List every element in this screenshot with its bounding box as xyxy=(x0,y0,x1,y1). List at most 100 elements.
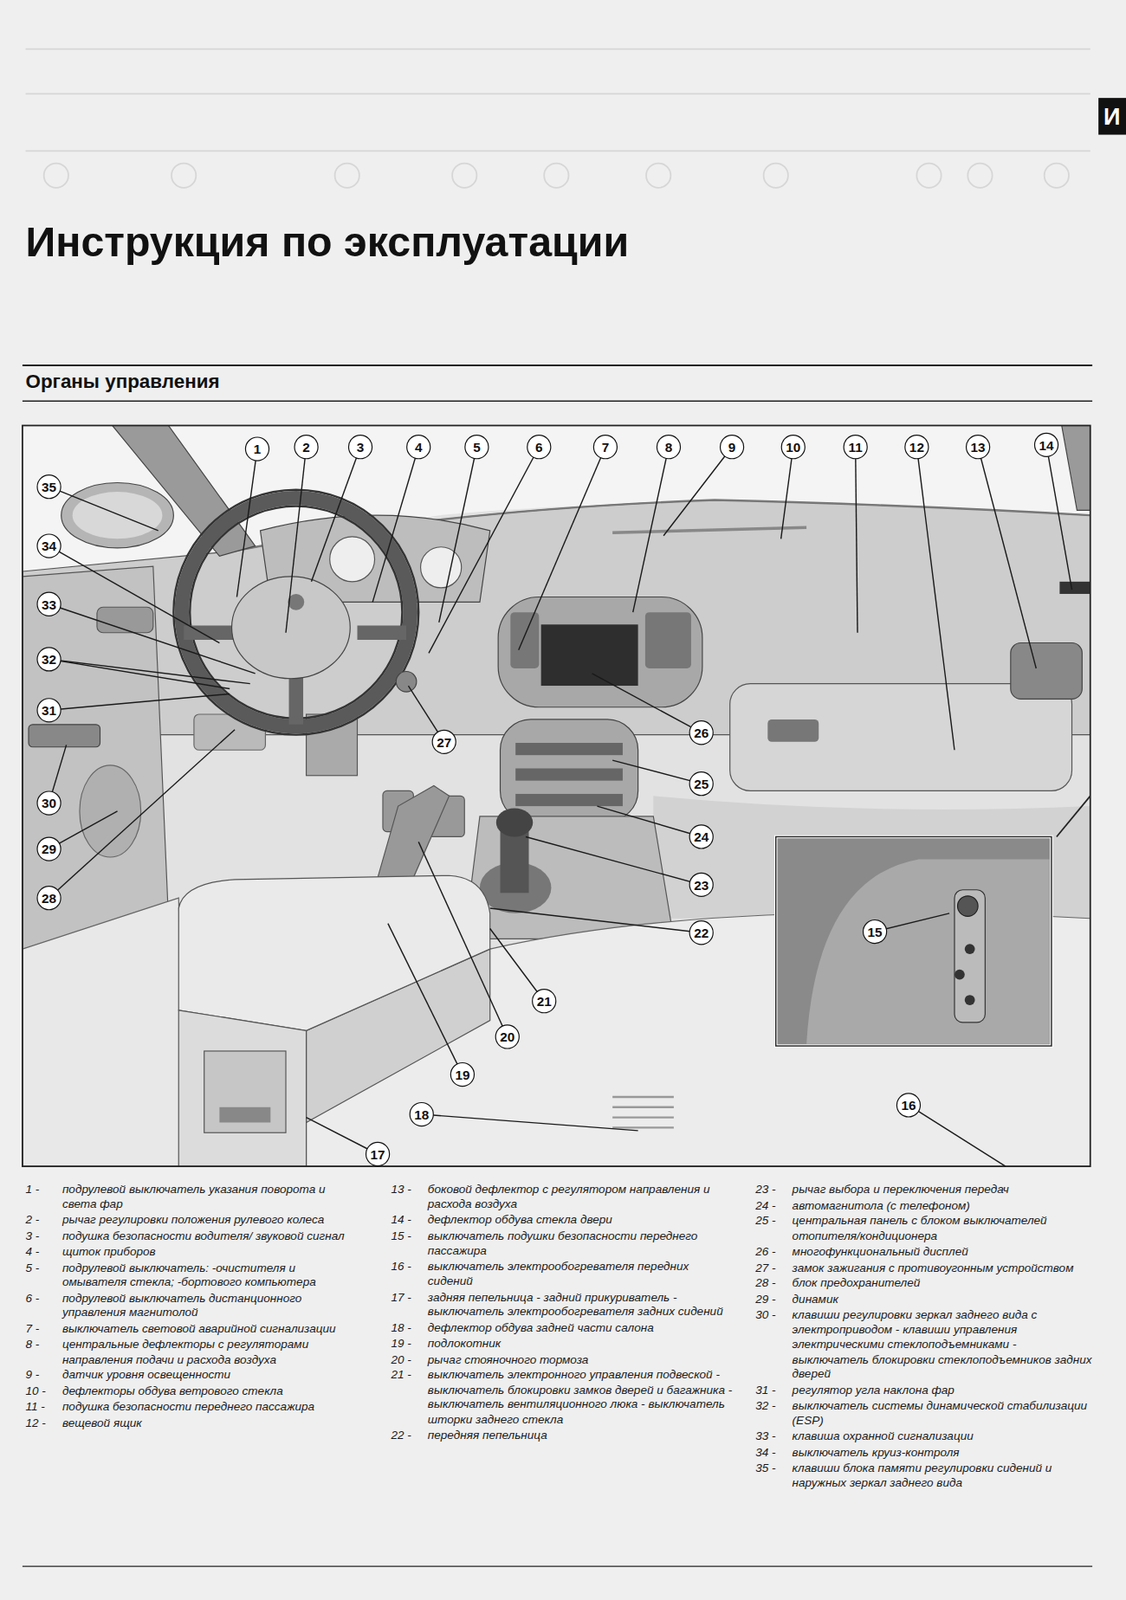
item-description: выключатель системы динамической стабили… xyxy=(792,1398,1094,1429)
leader-lines-part xyxy=(781,446,794,539)
dashboard-illustration-part xyxy=(232,576,351,680)
dashboard-illustration-part xyxy=(612,527,807,533)
callout-circle: 24 xyxy=(689,824,714,849)
legend-entry: 23 -рычаг выбора и переключения передач xyxy=(755,1182,1093,1198)
callout-number: 3 xyxy=(356,439,365,455)
item-description: регулятор угла наклона фар xyxy=(792,1382,1094,1398)
section-heading: Органы управления xyxy=(25,370,220,394)
item-number: 22 - xyxy=(390,1428,428,1444)
dashboard-illustration-part xyxy=(767,719,819,743)
callout-number: 21 xyxy=(537,993,552,1010)
illustration-frame xyxy=(22,425,1091,1167)
dashboard-illustration-part xyxy=(79,765,142,858)
item-description: выключатель световой аварийной сигнализа… xyxy=(62,1321,363,1337)
item-description: вещевой ящик xyxy=(62,1415,363,1431)
callout-circle: 20 xyxy=(495,1024,520,1049)
dashboard-illustration-part xyxy=(178,1010,306,1167)
callout-number: 5 xyxy=(472,439,481,455)
bleed-through-part xyxy=(763,163,789,188)
callout-number: 17 xyxy=(370,1146,386,1163)
legend-entry: 32 -выключатель системы динамической ста… xyxy=(755,1398,1093,1429)
item-number: 28 - xyxy=(755,1275,792,1291)
legend-entry: 12 -вещевой ящик xyxy=(25,1415,363,1431)
bleed-through-part xyxy=(646,163,671,188)
legend-entry: 21 -выключатель электронного управления … xyxy=(390,1367,733,1427)
dashboard-illustration-part xyxy=(954,890,985,1023)
callout-number: 30 xyxy=(41,795,57,812)
item-number: 19 - xyxy=(390,1336,428,1352)
dashboard-illustration-part xyxy=(1010,643,1083,700)
item-description: клавиши блока памяти регулировки сидений… xyxy=(792,1461,1094,1491)
dashboard-illustration-part xyxy=(510,612,539,669)
dashboard-illustration-part xyxy=(496,808,533,837)
legend-entry: 35 -клавиши блока памяти регулировки сид… xyxy=(755,1461,1093,1491)
legend-entry: 5 -подрулевой выключатель: -очистителя и… xyxy=(25,1260,363,1290)
dashboard-illustration-part xyxy=(957,896,979,918)
item-number: 17 - xyxy=(390,1289,428,1320)
item-description: выключатель подушки безопасности передне… xyxy=(427,1228,733,1258)
callout-circle: 19 xyxy=(450,1062,475,1088)
item-description: боковой дефлектор с регулятором направле… xyxy=(427,1182,733,1212)
callout-circle: 26 xyxy=(689,720,714,745)
item-number: 35 - xyxy=(755,1461,792,1491)
callout-number: 32 xyxy=(41,652,57,668)
legend-entry: 18 -дефлектор обдува задней части салона xyxy=(390,1320,733,1336)
legend-entry: 9 -датчик уровня освещенности xyxy=(25,1367,363,1383)
callout-circle: 7 xyxy=(593,434,618,460)
callout-number: 6 xyxy=(535,439,544,455)
legend-entry: 34 -выключатель круиз-контроля xyxy=(755,1444,1093,1460)
item-number: 23 - xyxy=(755,1182,792,1198)
item-number: 9 - xyxy=(25,1367,62,1383)
callout-number: 11 xyxy=(848,439,863,455)
callout-circle: 21 xyxy=(531,989,557,1014)
legend-entry: 20 -рычаг стояночного тормоза xyxy=(390,1352,733,1367)
item-number: 15 - xyxy=(390,1228,428,1258)
leader-lines-part xyxy=(49,546,221,644)
callout-number: 10 xyxy=(785,439,801,455)
callout-circle: 4 xyxy=(406,434,431,460)
item-description: автомагнитола (с телефоном) xyxy=(792,1197,1094,1213)
dashboard-illustration-part xyxy=(964,944,976,955)
callout-number: 4 xyxy=(414,439,423,455)
item-number: 14 - xyxy=(390,1212,428,1228)
dashboard-illustration-part xyxy=(1056,795,1091,837)
rule-lines-part xyxy=(22,364,1093,367)
callout-circle: 9 xyxy=(719,434,745,460)
leader-lines-part xyxy=(49,730,236,899)
dashboard-illustration xyxy=(22,425,1091,1167)
item-number: 4 - xyxy=(25,1244,62,1260)
callout-number: 13 xyxy=(970,439,986,455)
dashboard-illustration-part xyxy=(498,596,703,707)
bleed-through-part xyxy=(25,150,1090,153)
legend-entry: 10 -дефлекторы обдува ветрового стекла xyxy=(25,1384,363,1399)
rule-lines-part xyxy=(22,400,1093,402)
legend-entry: 6 -подрулевой выключатель дистанционного… xyxy=(25,1290,363,1321)
legend-entry: 33 -клавиша охранной сигнализации xyxy=(755,1429,1093,1444)
legend-entry: 28 -блок предохранителей xyxy=(755,1275,1093,1291)
callout-number: 7 xyxy=(601,439,610,455)
legend-entry: 24 -автомагнитола (с телефоном) xyxy=(755,1197,1093,1213)
item-number: 34 - xyxy=(755,1444,792,1460)
callout-circle: 14 xyxy=(1034,433,1059,458)
dashboard-illustration-part xyxy=(22,425,1091,1167)
dashboard-illustration-part xyxy=(612,1097,674,1128)
rule-lines xyxy=(22,365,1093,1567)
item-number: 24 - xyxy=(755,1197,792,1213)
callout-circle: 22 xyxy=(689,920,714,945)
dashboard-illustration-part xyxy=(22,898,184,1167)
bleed-through-part xyxy=(1044,163,1069,188)
item-description: многофункциональный дисплей xyxy=(792,1244,1094,1260)
legend-column: 23 -рычаг выбора и переключения передач2… xyxy=(755,1182,1093,1492)
dashboard-illustration-part xyxy=(515,794,623,807)
leader-lines-part xyxy=(236,449,258,598)
item-number: 27 - xyxy=(755,1260,792,1275)
callout-circle: 34 xyxy=(36,533,61,558)
leader-lines-part xyxy=(388,924,463,1075)
callout-number: 24 xyxy=(693,829,709,846)
callout-circle: 16 xyxy=(896,1093,921,1118)
legend-entry: 11 -подушка безопасности переднего пасса… xyxy=(25,1399,363,1415)
item-description: дефлектор обдува стекла двери xyxy=(427,1212,733,1228)
callout-circle: 8 xyxy=(656,434,681,460)
dashboard-illustration-part xyxy=(730,684,1073,792)
page-title: Инструкция по эксплуатации xyxy=(25,218,629,266)
